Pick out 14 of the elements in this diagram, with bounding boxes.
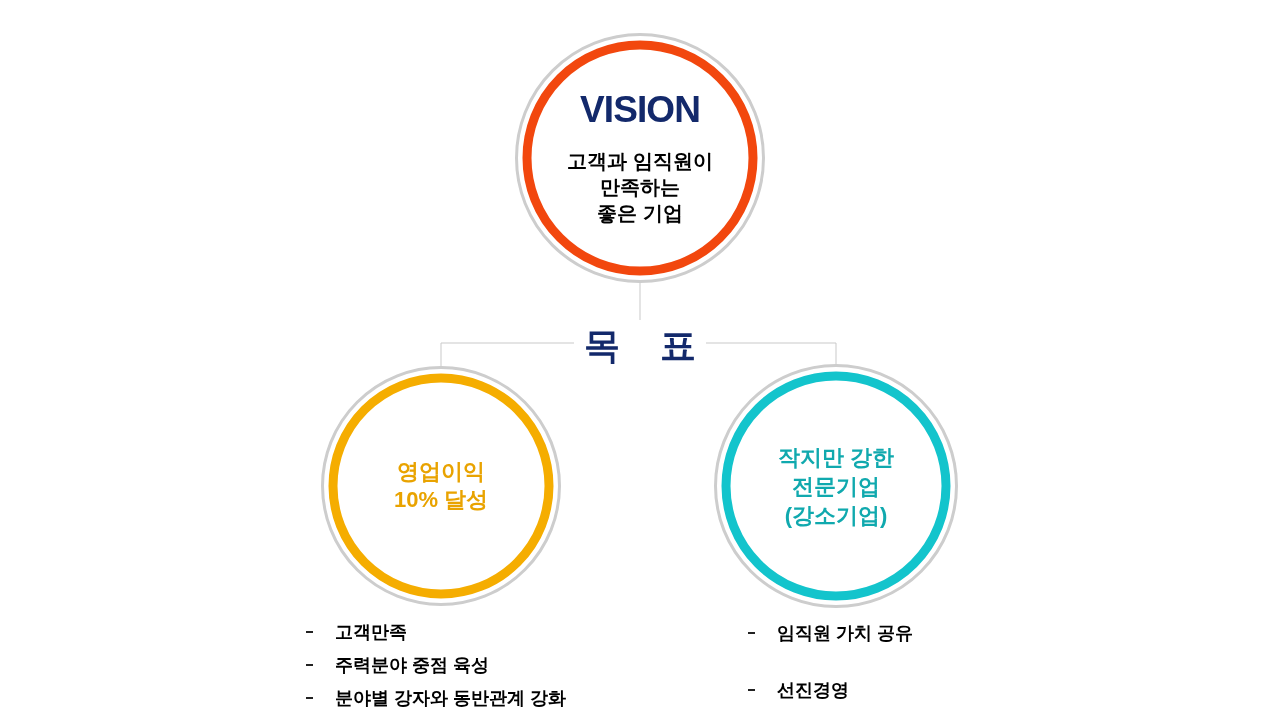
goal-bullet-text: 분야별 강자와 동반관계 강화 [335,687,566,710]
vision-title: VISION [580,90,700,128]
connector-line [440,342,575,367]
goal-circle [321,366,561,606]
vision-circle [515,33,765,283]
goal-bullet-text: 고객만족 [335,621,407,644]
vision-statement: 고객과 임직원이 만족하는 좋은 기업 [567,148,713,226]
goal-bullet-text: 선진경영 [777,679,849,702]
goal-circle [714,364,958,608]
goal-bullet-text: 주력분야 중점 육성 [335,654,489,677]
goal-text: 작지만 강한 전문기업 (강소기업) [777,443,895,530]
goal-bullet-text: 임직원 가치 공유 [777,622,913,645]
connector-line [705,342,837,365]
goal-text: 영업이익 10% 달성 [393,458,489,514]
